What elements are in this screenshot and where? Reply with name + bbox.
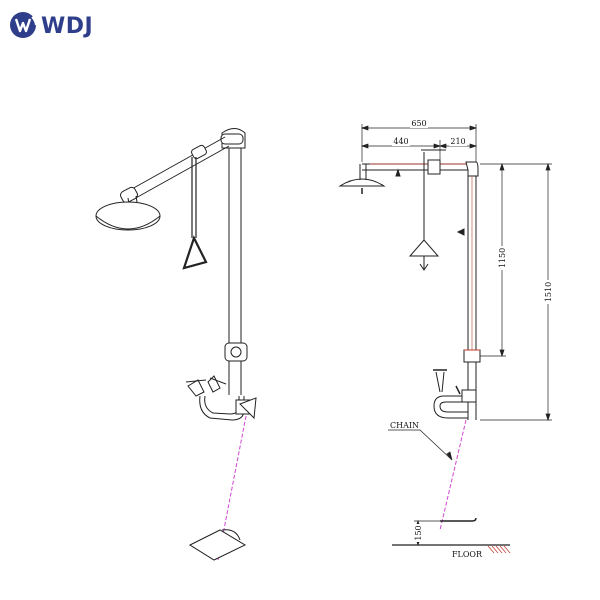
wdj-logo-mark [10,12,37,38]
dim-total-height: 1510 [544,282,553,302]
elev-foot-pedal [440,517,477,522]
elev-mid-valve [463,349,481,363]
dim-pull-height: 1150 [498,248,507,268]
elevation-view [338,149,481,420]
dim-pedal-height: 150 [414,525,423,540]
elev-vertical-pipe [467,176,477,420]
elev-chain-line [439,419,467,531]
isometric-view [95,128,257,421]
floor-and-pedal-dim [392,519,511,554]
chain-label: CHAIN [390,421,419,430]
iso-eyewash-nozzles [187,375,221,397]
dim-overall-width: 650 [411,119,426,128]
elev-pull-handle [408,239,440,257]
elev-foot-valve [461,389,477,403]
dim-pull-offset: 210 [450,137,465,146]
elev-pull-valve [427,159,441,175]
chain-leader [388,429,453,461]
elev-pull-rod [421,149,446,240]
iso-pull-rod [191,157,197,238]
logo-text: WDJ [41,14,93,39]
iso-pull-collar [191,144,207,160]
iso-valve-body [224,342,248,362]
iso-horizontal-arm [129,136,230,200]
dim-head-arm: 440 [393,137,408,146]
wdj-logo: WDJ [10,12,93,39]
dimension-lines-vertical [480,162,552,422]
iso-valve-handle [239,397,257,420]
iso-pull-handle [182,235,208,270]
iso-shower-head [95,201,161,231]
elev-top-pipe [362,163,470,171]
elev-top-elbow [465,161,479,177]
iso-head-elbow [120,186,138,204]
elev-eyewash-nozzle [435,371,445,393]
floor-label: FLOOR [452,550,483,559]
elev-shower-head [338,178,386,187]
elev-eyewash-bowl [433,395,469,419]
iso-vertical-pipe [228,140,242,345]
iso-foot-pedal [188,529,247,561]
